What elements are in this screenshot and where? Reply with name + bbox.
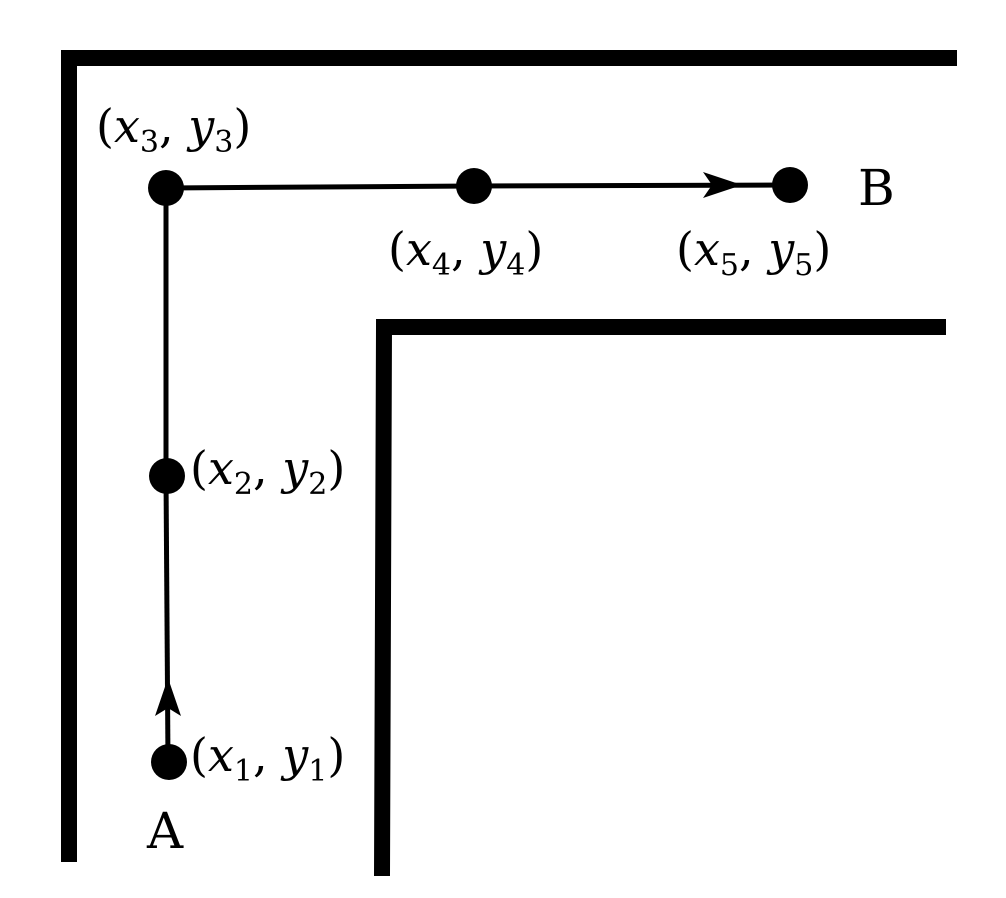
- inner-wall: [374, 319, 946, 877]
- waypoint-dot-4: [456, 168, 492, 204]
- path-segment-1-2: [163, 475, 171, 763]
- waypoint-dot-3: [148, 170, 184, 206]
- arrowhead-right: [703, 172, 742, 198]
- path-segment-3-4: [165, 183, 475, 191]
- waypoint-label-4: (x4, y4): [388, 222, 543, 283]
- waypoint-label-2: (x2, y2): [190, 441, 345, 502]
- waypoint-dot-2: [149, 458, 185, 494]
- end-label: B: [858, 159, 895, 217]
- waypoint-dot-1: [151, 744, 187, 780]
- waypoint-label-1: (x1, y1): [190, 728, 345, 789]
- waypoint-label-5: (x5, y5): [676, 222, 831, 283]
- start-label: A: [146, 802, 184, 860]
- waypoint-label-3: (x3, y3): [96, 99, 251, 160]
- outer-wall: [61, 50, 957, 862]
- arrowhead-up: [155, 678, 181, 716]
- path-segment-4-5: [473, 182, 791, 189]
- waypoint-dot-5: [772, 167, 808, 203]
